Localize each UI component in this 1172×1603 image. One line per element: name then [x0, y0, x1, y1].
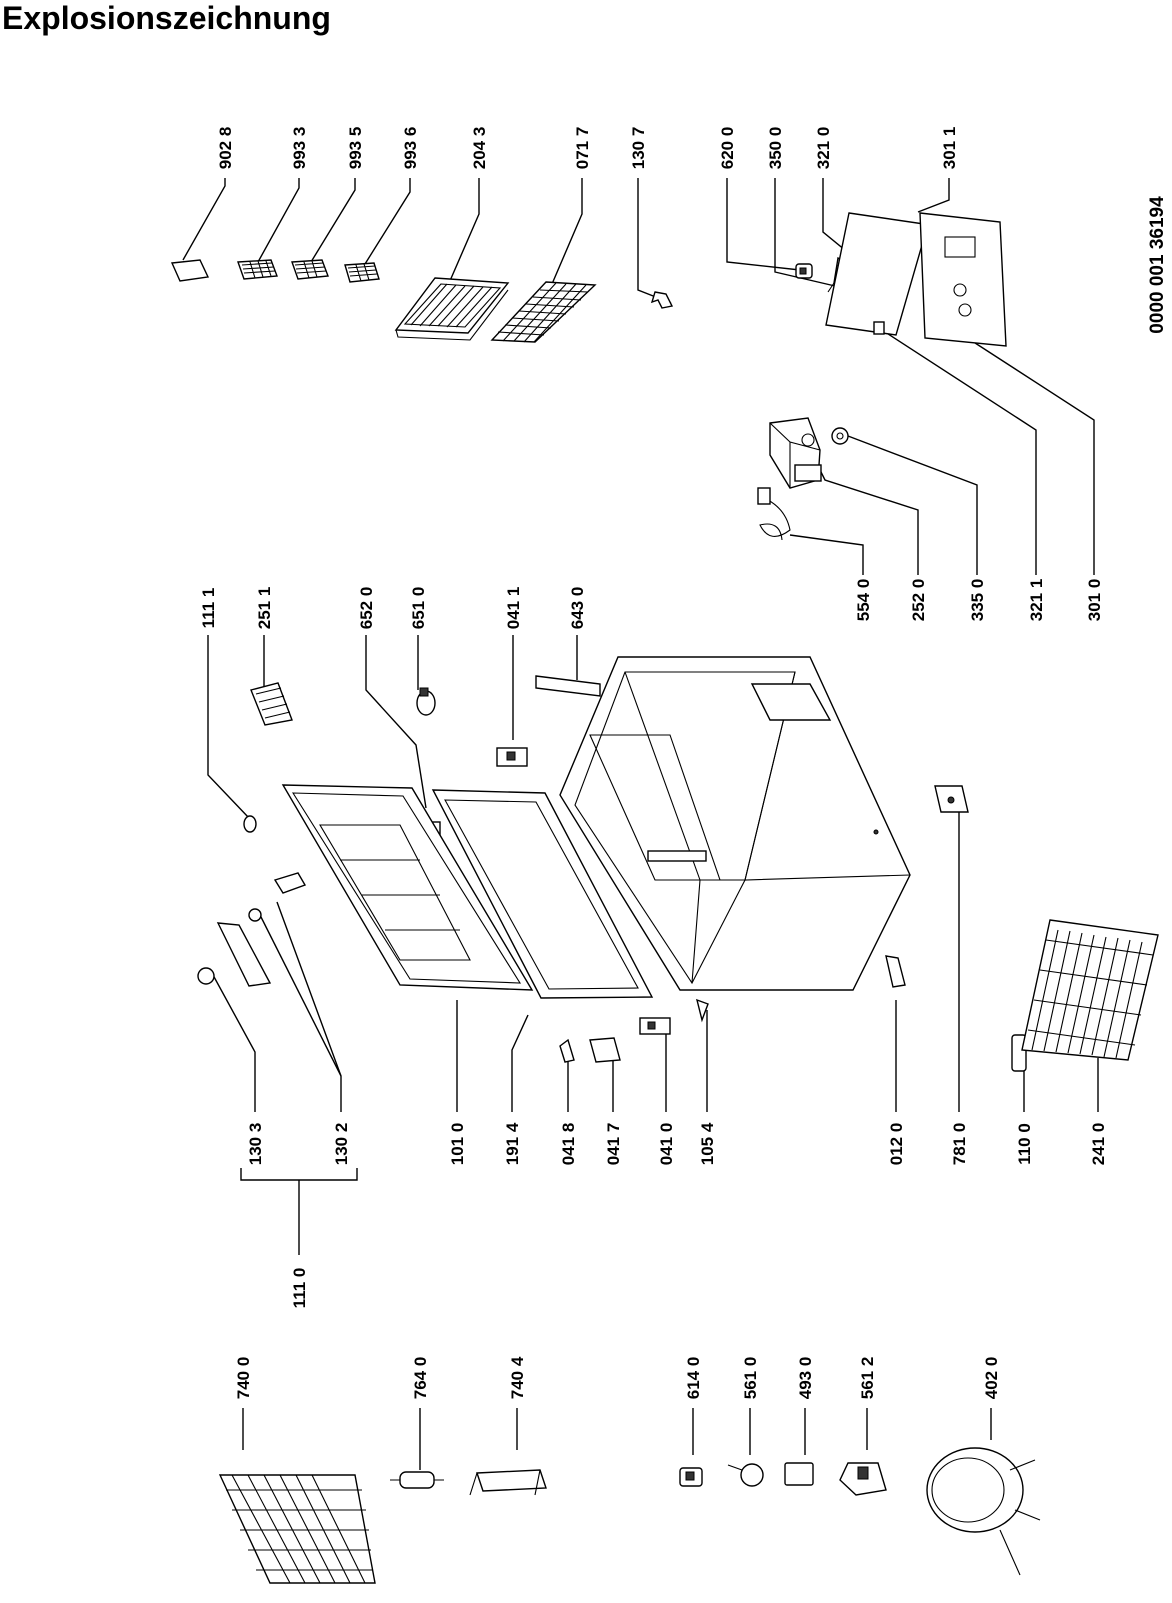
- control-panel-301-1: [825, 212, 1007, 347]
- hinge-041-0: [639, 1017, 671, 1035]
- label-130-3: 130 3: [246, 1123, 265, 1166]
- lamp-socket-335-0: [831, 427, 849, 445]
- label-561-0: 561 0: [741, 1357, 760, 1400]
- dryer-filter-764-0: [390, 1471, 444, 1489]
- middle-bottom-labels: 130 3 130 2 101 0 191 4 041 8 041 7 041 …: [246, 1122, 1108, 1308]
- control-box-252-0: [769, 417, 822, 489]
- label-614-0: 614 0: [684, 1357, 703, 1400]
- label-902-8: 902 8: [216, 127, 235, 170]
- label-105-4: 105 4: [698, 1122, 717, 1165]
- relay-620-0: [795, 263, 813, 279]
- label-335-0: 335 0: [968, 579, 987, 622]
- label-561-2: 561 2: [858, 1357, 877, 1400]
- middle-right-labels: 554 0 252 0 335 0 321 1 301 0: [854, 579, 1104, 622]
- grille-993-5: [291, 259, 329, 280]
- condenser-740-0: [218, 1474, 376, 1584]
- support-110-0: [1011, 1034, 1027, 1072]
- latch-105-4: [696, 998, 709, 1023]
- label-301-1: 301 1: [940, 127, 959, 170]
- label-993-5: 993 5: [346, 127, 365, 170]
- bottom-left-labels: 740 0 764 0 740 4 614 0 561 0 493 0 561 …: [234, 1356, 1001, 1399]
- label-493-0: 493 0: [796, 1357, 815, 1400]
- mount-bracket-740-4: [469, 1469, 547, 1496]
- label-554-0: 554 0: [854, 579, 873, 622]
- document-number: 0000 001 36194: [1147, 196, 1168, 334]
- label-130-2: 130 2: [332, 1123, 351, 1166]
- foot-012-0: [885, 955, 906, 988]
- label-251-1: 251 1: [255, 587, 274, 630]
- middle-top-labels: 111 1 251 1 652 0 651 0 041 1 643 0: [199, 587, 587, 630]
- label-643-0: 643 0: [568, 587, 587, 630]
- label-402-0: 402 0: [982, 1357, 1001, 1400]
- label-241-0: 241 0: [1089, 1123, 1108, 1166]
- capillary-554-0: [757, 487, 791, 541]
- label-041-0: 041 0: [657, 1123, 676, 1166]
- terminal-cover-493-0: [784, 1462, 814, 1486]
- page-title: Explosionszeichnung: [2, 0, 331, 36]
- label-321-1: 321 1: [1027, 579, 1046, 622]
- label-652-0: 652 0: [357, 587, 376, 630]
- wire-basket-241-0: [1021, 919, 1159, 1061]
- freezer-lid-204-3: [394, 277, 510, 341]
- grid-shelf-071-7: [490, 281, 597, 343]
- start-relay-614-0: [679, 1467, 703, 1487]
- label-071-7: 071 7: [573, 127, 592, 170]
- compressor-402-0: [926, 1447, 1041, 1576]
- bracket-041-7: [589, 1037, 621, 1063]
- cabinet-body: [559, 656, 911, 991]
- label-740-4: 740 4: [508, 1356, 527, 1399]
- grille-993-6: [344, 262, 380, 283]
- label-101-0: 101 0: [448, 1123, 467, 1166]
- label-321-0: 321 0: [814, 127, 833, 170]
- plate-781-0: [934, 785, 969, 813]
- label-012-0: 012 0: [887, 1123, 906, 1166]
- grille-993-3: [237, 259, 278, 280]
- label-204-3: 204 3: [470, 127, 489, 170]
- handle-251-1: [250, 682, 293, 726]
- filter-pad-902-8: [170, 259, 210, 282]
- hinge-lock-130-3: [197, 922, 272, 987]
- key-130-2: [248, 872, 307, 922]
- label-041-8: 041 8: [559, 1123, 578, 1166]
- label-993-6: 993 6: [401, 127, 420, 170]
- bulb-651-0: [416, 687, 436, 716]
- hinge-cover-643-0: [535, 675, 601, 697]
- label-781-0: 781 0: [950, 1123, 969, 1166]
- label-111-0: 111 0: [290, 1268, 309, 1309]
- door-gasket-191-4: [431, 789, 654, 999]
- clip-041-8: [559, 1038, 575, 1063]
- label-041-7: 041 7: [604, 1123, 623, 1166]
- label-993-3: 993 3: [290, 127, 309, 170]
- label-110-0: 110 0: [1015, 1123, 1034, 1165]
- label-764-0: 764 0: [411, 1357, 430, 1400]
- label-130-7: 130 7: [629, 127, 648, 170]
- label-191-4: 191 4: [503, 1122, 522, 1165]
- label-350-0: 350 0: [766, 127, 785, 170]
- label-041-1: 041 1: [504, 587, 523, 630]
- label-111-1: 111 1: [199, 588, 218, 629]
- bracket-130-7: [650, 291, 674, 309]
- overload-561-0: [727, 1463, 764, 1487]
- label-301-0: 301 0: [1085, 579, 1104, 622]
- leader-lines: [182, 178, 1099, 1470]
- relay-housing-561-2: [839, 1462, 887, 1496]
- lid-101-0: [281, 784, 534, 991]
- label-740-0: 740 0: [234, 1357, 253, 1400]
- door-seal-frame-111-1: [243, 815, 257, 833]
- label-651-0: 651 0: [409, 587, 428, 630]
- label-252-0: 252 0: [909, 579, 928, 622]
- top-row-labels: 902 8 993 3 993 5 993 6 204 3 071 7 130 …: [216, 127, 959, 170]
- label-620-0: 620 0: [718, 127, 737, 170]
- hinge-041-1: [496, 747, 528, 767]
- switch-321-1: [873, 321, 885, 335]
